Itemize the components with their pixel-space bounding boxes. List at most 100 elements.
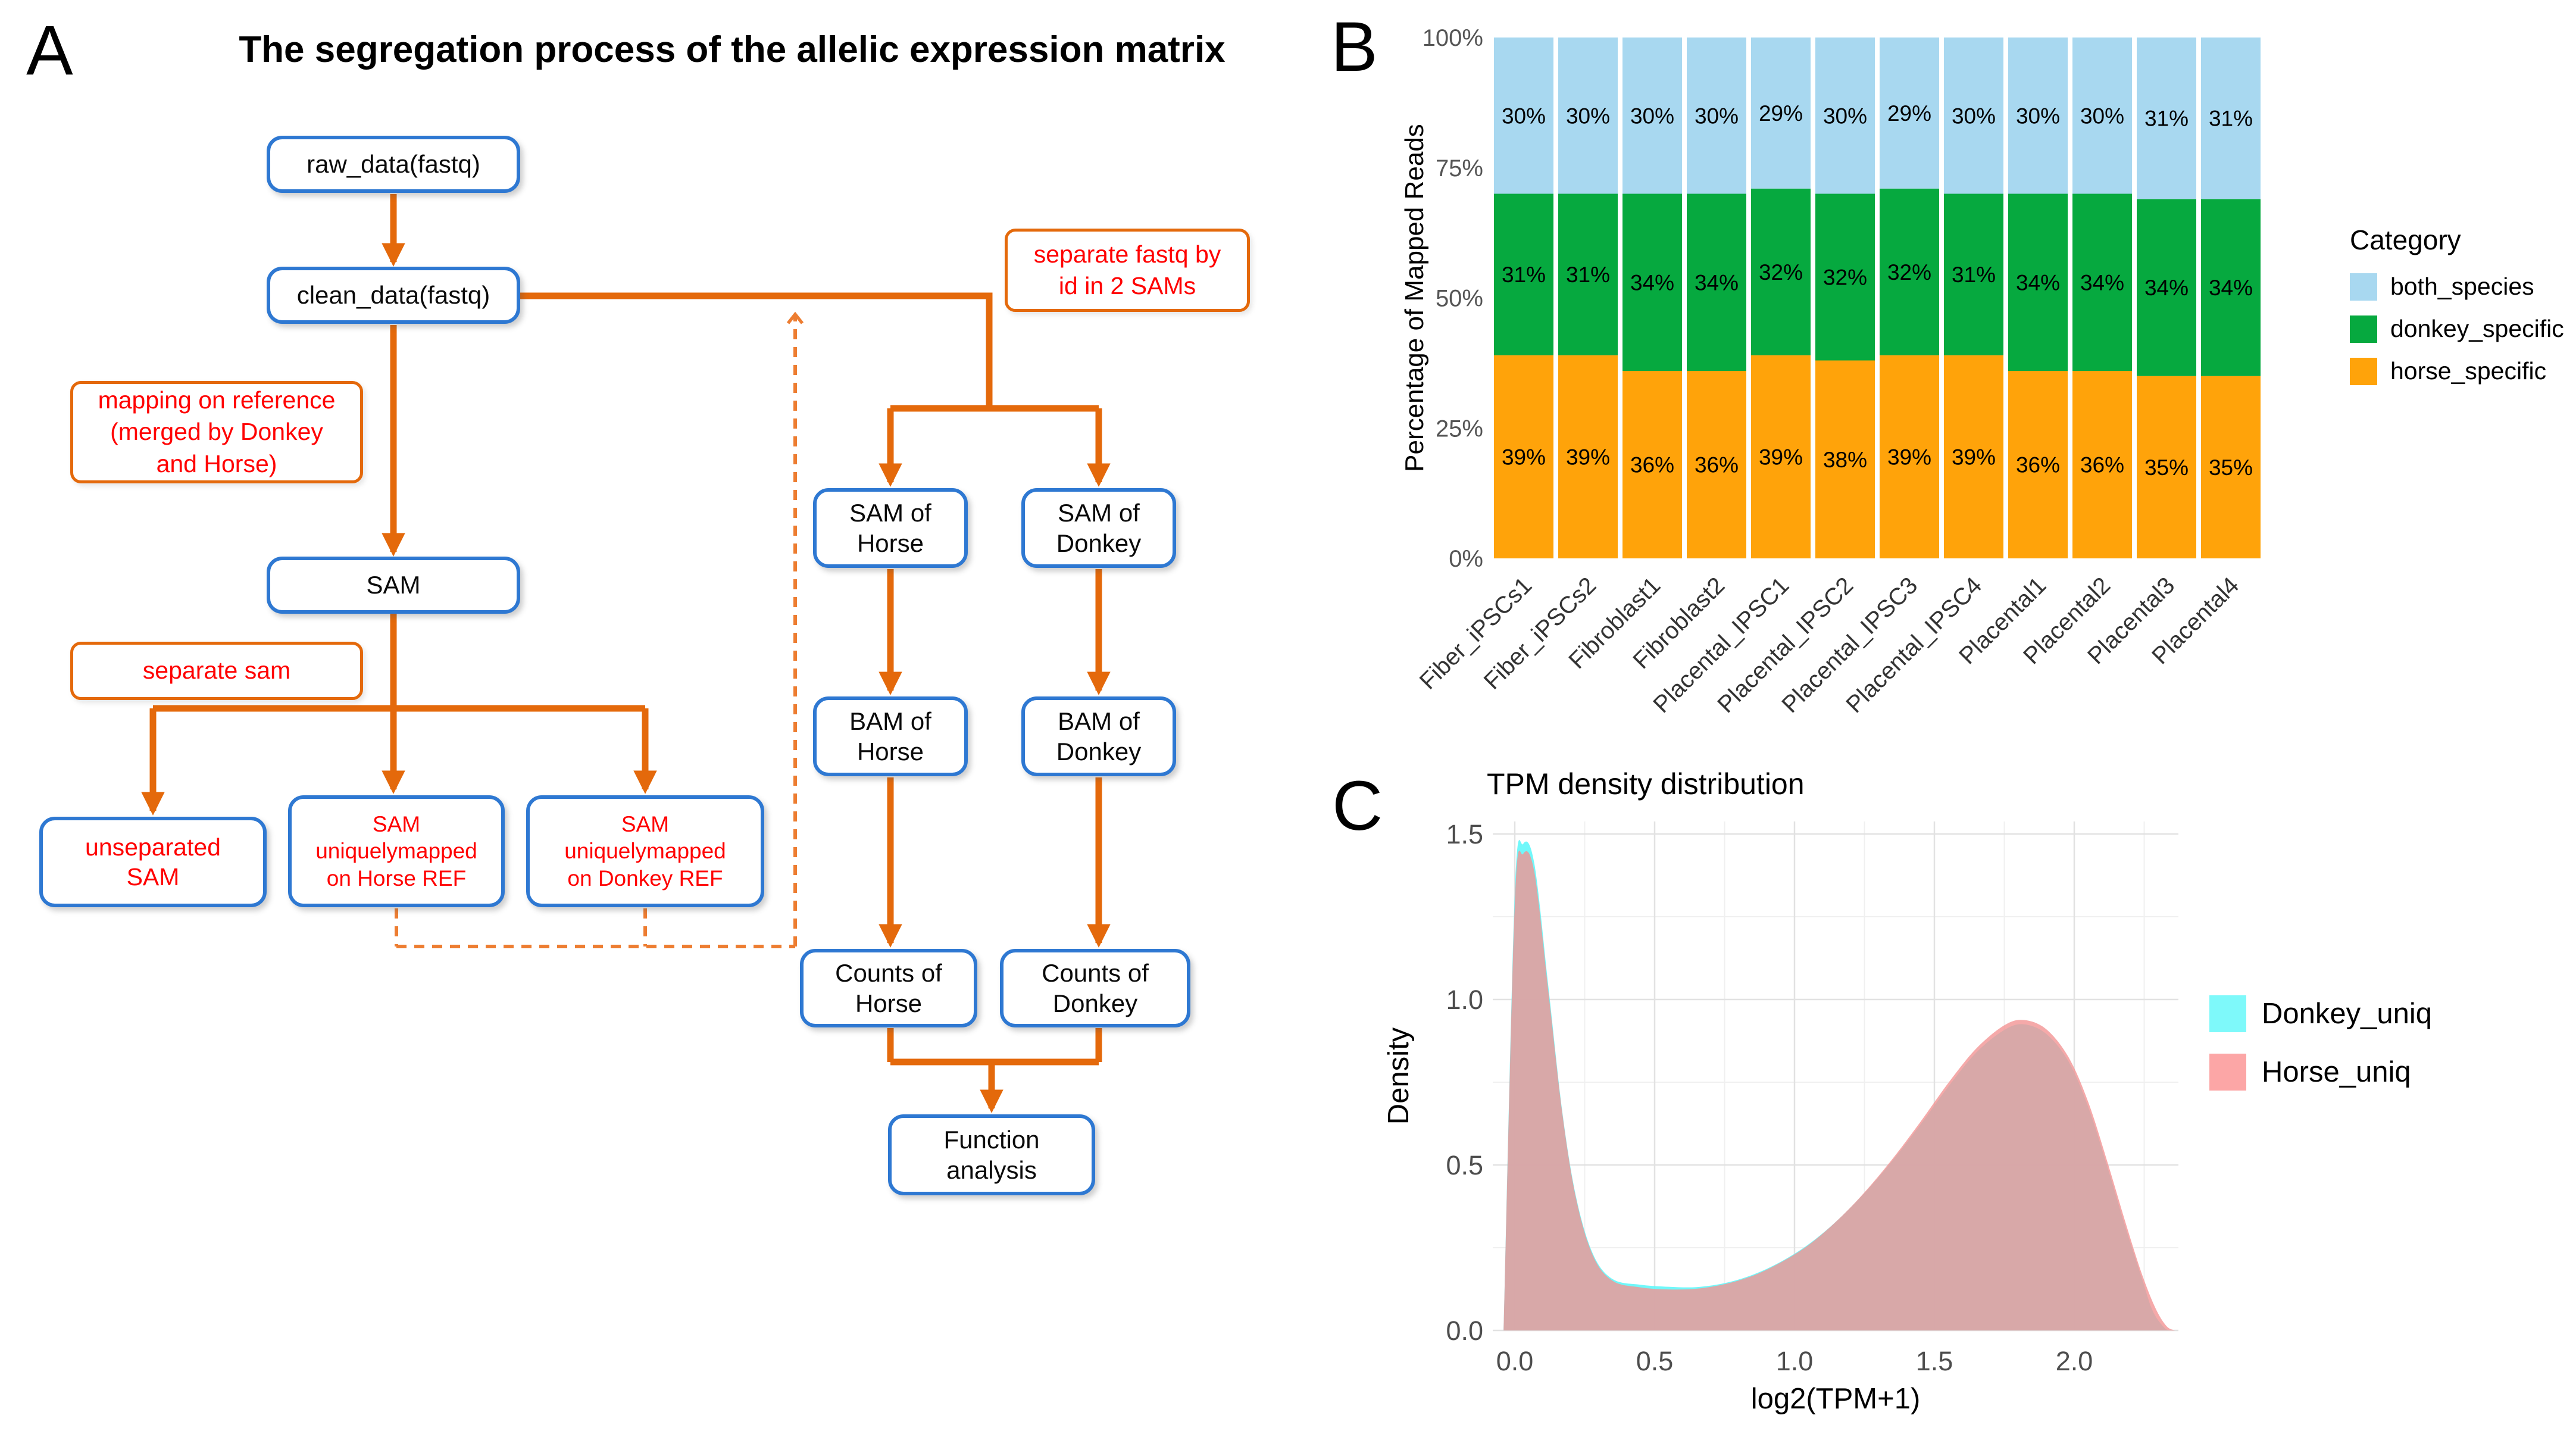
bar-segment-both_species <box>1815 38 1875 194</box>
legend-label: Horse_uniq <box>2262 1056 2411 1088</box>
panel-b-label: B <box>1331 8 1378 86</box>
legend-label: donkey_specific <box>2390 315 2564 342</box>
density-y-tick-label: 1.0 <box>1446 985 1483 1015</box>
node-counts-of-donkey: Counts of Donkey <box>1000 949 1190 1027</box>
density-y-tick-label: 1.5 <box>1446 819 1483 849</box>
bar-value-label: 30% <box>1630 104 1674 128</box>
density-x-tick-label: 0.0 <box>1496 1346 1534 1376</box>
node-bam-of-horse: BAM of Horse <box>813 696 968 776</box>
bar-segment-donkey_specific <box>1494 193 1553 355</box>
legend-item-donkey-uniq: Donkey_uniq <box>2209 995 2432 1032</box>
process-label-mapping: mapping on reference (merged by Donkey a… <box>70 381 363 483</box>
legend-item-donkey-specific: donkey_specific <box>2350 315 2564 343</box>
bar-segment-horse_specific <box>1687 371 1746 558</box>
bar-value-label: 32% <box>1759 260 1803 285</box>
legend-label: Donkey_uniq <box>2262 998 2433 1030</box>
bar-segment-horse_specific <box>1880 355 1939 558</box>
bar-value-label: 29% <box>1887 101 1931 126</box>
bar-value-label: 36% <box>2016 453 2060 477</box>
solid-arrows <box>141 194 1111 1113</box>
bar-value-label: 39% <box>1502 445 1546 469</box>
legend-swatch-both-species <box>2350 273 2377 301</box>
legend-item-horse-uniq: Horse_uniq <box>2209 1054 2432 1091</box>
bar-segment-both_species <box>2137 38 2196 199</box>
bar-segment-both_species <box>1944 38 2003 194</box>
stacked-bar-chart: 0%25%50%75%100%39%31%30%Fiber_iPSCs139%3… <box>1415 25 2261 718</box>
bar-y-tick-label: 0% <box>1449 546 1483 572</box>
bar-segment-horse_specific <box>1558 355 1618 558</box>
bar-segment-horse_specific <box>1815 360 1875 558</box>
bar-value-label: 30% <box>1823 104 1867 128</box>
node-sam-of-donkey: SAM of Donkey <box>1021 488 1176 568</box>
bar-value-label: 32% <box>1823 265 1867 290</box>
process-label-separate-fastq: separate fastq by id in 2 SAMs <box>1005 229 1250 312</box>
bar-segment-horse_specific <box>2008 371 2068 558</box>
bar-segment-horse_specific <box>2137 376 2196 558</box>
bar-y-tick-label: 75% <box>1436 155 1483 182</box>
bar-y-tick-label: 50% <box>1436 286 1483 312</box>
bar-value-label: 31% <box>2209 107 2253 131</box>
bar-value-label: 32% <box>1887 260 1931 285</box>
legend-swatch-horse-uniq <box>2209 1054 2246 1091</box>
bar-value-label: 30% <box>2016 104 2060 128</box>
bar-segment-donkey_specific <box>2137 199 2196 376</box>
bar-segment-donkey_specific <box>1687 193 1746 371</box>
arrow-counts-merge-bar <box>887 1028 1102 1066</box>
density-x-tick-label: 1.5 <box>1916 1346 1953 1376</box>
bar-value-label: 34% <box>1695 270 1739 295</box>
bar-x-tick-label: Fiber_iPSCs1 <box>1415 572 1537 695</box>
node-unseparated-sam: unseparated SAM <box>39 817 267 907</box>
bar-value-label: 30% <box>2080 104 2124 128</box>
node-bam-of-donkey: BAM of Donkey <box>1021 696 1176 776</box>
density-chart-title: TPM density distribution <box>1487 767 1805 801</box>
node-raw-data: raw_data(fastq) <box>267 136 520 193</box>
bar-segment-horse_specific <box>2072 371 2132 558</box>
bar-y-tick-label: 25% <box>1436 416 1483 442</box>
node-sam-of-horse: SAM of Horse <box>813 488 968 568</box>
bar-segment-horse_specific <box>1494 355 1553 558</box>
density-y-tick-label: 0.0 <box>1446 1316 1483 1346</box>
bar-segment-donkey_specific <box>1815 193 1875 361</box>
bar-segment-horse_specific <box>1944 355 2003 558</box>
bar-value-label: 39% <box>1887 445 1931 469</box>
legend-title: Category <box>2350 224 2461 255</box>
process-label-separate-sam: separate sam <box>70 642 363 700</box>
bar-value-label: 39% <box>1566 445 1610 469</box>
bar-segment-both_species <box>1880 38 1939 189</box>
bar-value-label: 34% <box>2144 276 2189 300</box>
flowchart-title: The segregation process of the allelic e… <box>239 29 1226 70</box>
bar-segment-horse_specific <box>1751 355 1811 558</box>
bar-segment-donkey_specific <box>1558 193 1618 355</box>
density-chart-legend: Donkey_uniq Horse_uniq <box>2209 995 2432 1112</box>
bar-value-label: 34% <box>2080 270 2124 295</box>
node-counts-of-horse: Counts of Horse <box>800 949 977 1027</box>
bar-segment-both_species <box>1687 38 1746 194</box>
density-chart-x-axis-title: log2(TPM+1) <box>1750 1383 1921 1415</box>
legend-item-horse-specific: horse_specific <box>2350 357 2564 385</box>
density-x-tick-label: 0.5 <box>1636 1346 1674 1376</box>
bar-segment-both_species <box>2201 38 2261 199</box>
legend-label: horse_specific <box>2390 357 2547 385</box>
bar-segment-both_species <box>1494 38 1553 194</box>
node-clean-data: clean_data(fastq) <box>267 267 520 324</box>
dashed-feedback-arrows <box>395 311 804 948</box>
legend-swatch-donkey-uniq <box>2209 995 2246 1032</box>
bar-segment-horse_specific <box>1622 371 1682 558</box>
node-sam-horse-ref: SAM uniquelymapped on Horse REF <box>288 795 505 907</box>
bar-value-label: 39% <box>1952 445 1996 469</box>
bar-value-label: 35% <box>2144 455 2189 480</box>
node-sam-donkey-ref: SAM uniquelymapped on Donkey REF <box>526 795 764 907</box>
bar-value-label: 36% <box>1695 453 1739 477</box>
bar-segment-both_species <box>1622 38 1682 194</box>
bar-segment-horse_specific <box>2201 376 2261 558</box>
bar-x-tick-label: Fiber_iPSCs2 <box>1479 572 1602 695</box>
bar-value-label: 35% <box>2209 455 2253 480</box>
density-y-tick-label: 0.5 <box>1446 1150 1483 1180</box>
bar-segment-donkey_specific <box>1622 193 1682 371</box>
bar-value-label: 31% <box>1952 263 1996 287</box>
bar-value-label: 36% <box>1630 453 1674 477</box>
bar-value-label: 39% <box>1759 445 1803 469</box>
node-sam: SAM <box>267 557 520 614</box>
